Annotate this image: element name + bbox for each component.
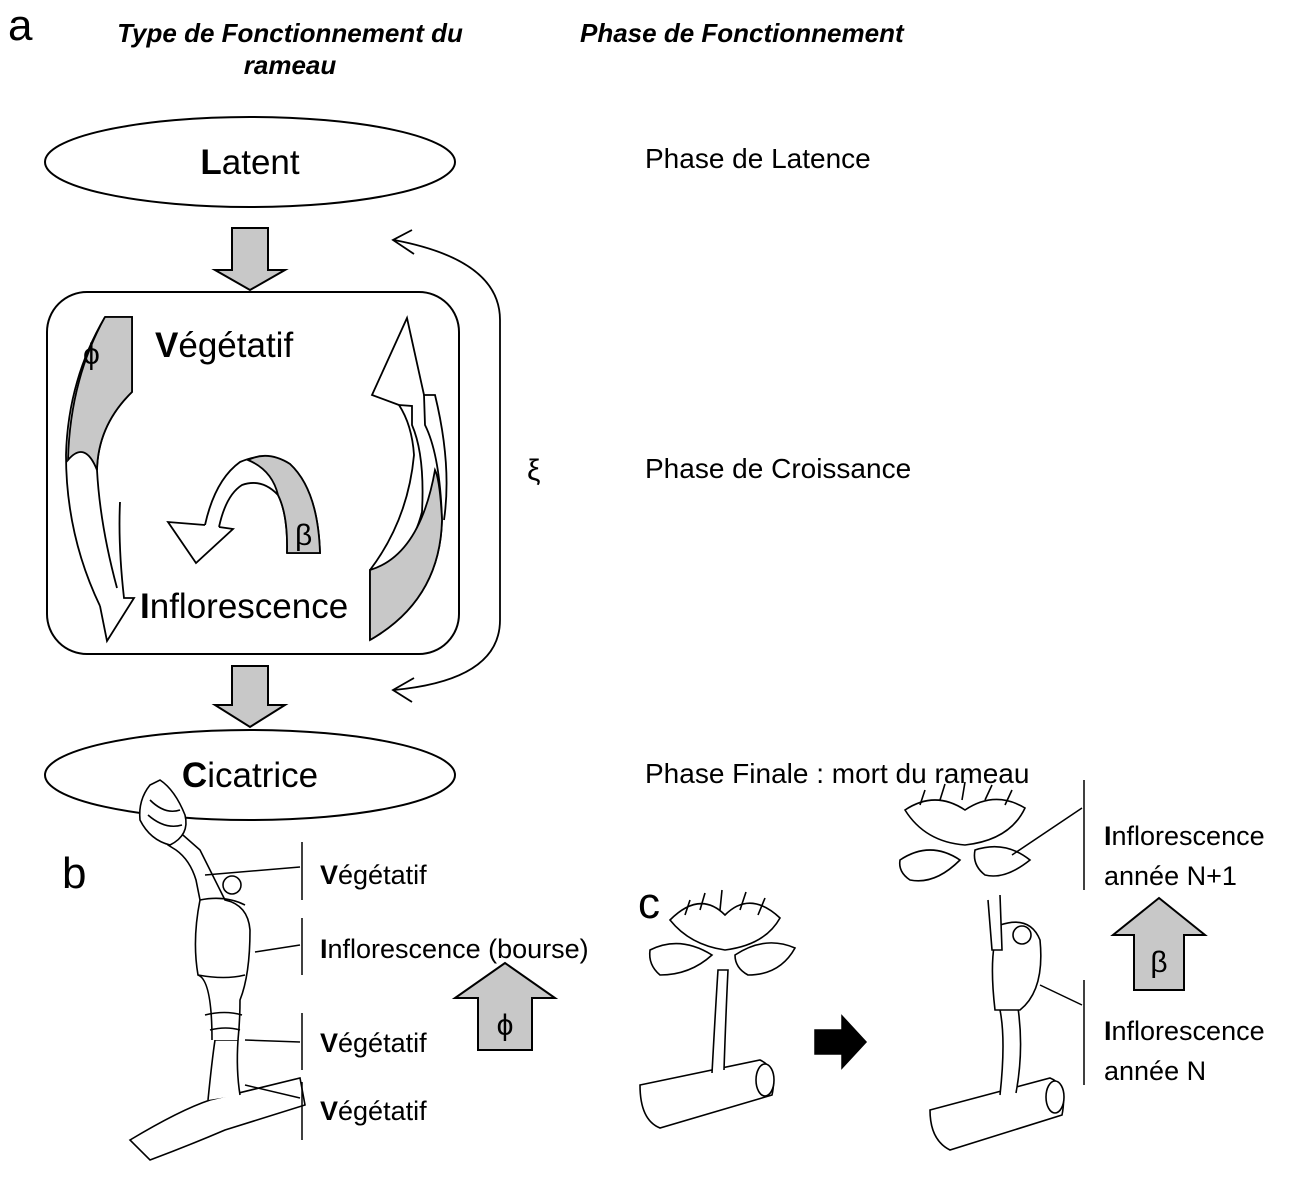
label-b-vegetatif-3: Végétatif: [320, 1096, 427, 1126]
cicatrice-label: Cicatrice: [182, 756, 318, 795]
phase-croissance-label: Phase de Croissance: [645, 453, 911, 484]
xi-loop-line: [393, 239, 501, 691]
branch-illustration-b: [128, 779, 306, 1161]
leader-c-bottom: [1039, 984, 1083, 1006]
beta-up-arrow: [1110, 896, 1208, 991]
panel-c-letter: c: [638, 879, 660, 928]
phi-symbol: ϕ: [83, 338, 100, 371]
label-c-top-line1: Inflorescence: [1104, 821, 1265, 851]
spur-illustration-year-n1: [898, 781, 1065, 1151]
phi-up-arrow-symbol: ϕ: [497, 1009, 514, 1042]
down-arrow-cicatrice: [211, 665, 289, 729]
header-type-line1: Type de Fonctionnement du: [117, 18, 463, 48]
panel-b-letter: b: [62, 849, 86, 898]
phi-up-arrow: [451, 961, 559, 1051]
down-arrow-latent: [211, 227, 289, 292]
panel-a-letter: a: [8, 1, 33, 50]
label-b-vegetatif-2: Végétatif: [320, 1028, 427, 1058]
latent-ellipse: [44, 116, 456, 208]
phase-finale-label: Phase Finale : mort du rameau: [645, 758, 1029, 789]
spur-illustration-year-n: [639, 889, 797, 1129]
xi-loop-arrow-top: [391, 229, 415, 255]
leader-b-4: [244, 1084, 301, 1099]
header-phase: Phase de Fonctionnement: [580, 18, 905, 48]
right-arrow-shaded: [369, 467, 443, 642]
right-arrow-head: [370, 315, 448, 521]
phi-arrow-head: [99, 501, 136, 644]
leader-b-2: [254, 944, 301, 953]
latent-label: Latent: [200, 143, 300, 182]
beta-loop-shaded: [245, 454, 321, 554]
leader-b-3: [244, 1039, 301, 1043]
leader-c-top: [1011, 807, 1083, 856]
label-c-top-line2: année N+1: [1104, 861, 1237, 891]
leader-b-1: [204, 866, 301, 876]
growth-phase-box: [46, 291, 460, 655]
xi-loop-arrow-bottom: [391, 677, 415, 703]
inflorescence-label: Inflorescence: [140, 587, 348, 626]
beta-symbol: β: [295, 519, 312, 552]
label-b-vegetatif-1: Végétatif: [320, 860, 427, 890]
phase-latence-label: Phase de Latence: [645, 143, 871, 174]
vegetatif-label: Végétatif: [155, 326, 293, 365]
label-b-inflorescence: Inflorescence (bourse): [320, 934, 589, 964]
label-c-bottom-line1: Inflorescence: [1104, 1016, 1265, 1046]
transition-arrow: [814, 1014, 868, 1070]
beta-loop-head: [166, 520, 236, 565]
beta-up-arrow-symbol: β: [1150, 946, 1167, 979]
xi-symbol: ξ: [527, 454, 540, 487]
phi-arrow-shaded: [67, 316, 133, 471]
header-type-line2: rameau: [244, 50, 337, 80]
label-c-bottom-line2: année N: [1104, 1056, 1206, 1086]
phi-arrow-outer-edge: [65, 316, 106, 607]
